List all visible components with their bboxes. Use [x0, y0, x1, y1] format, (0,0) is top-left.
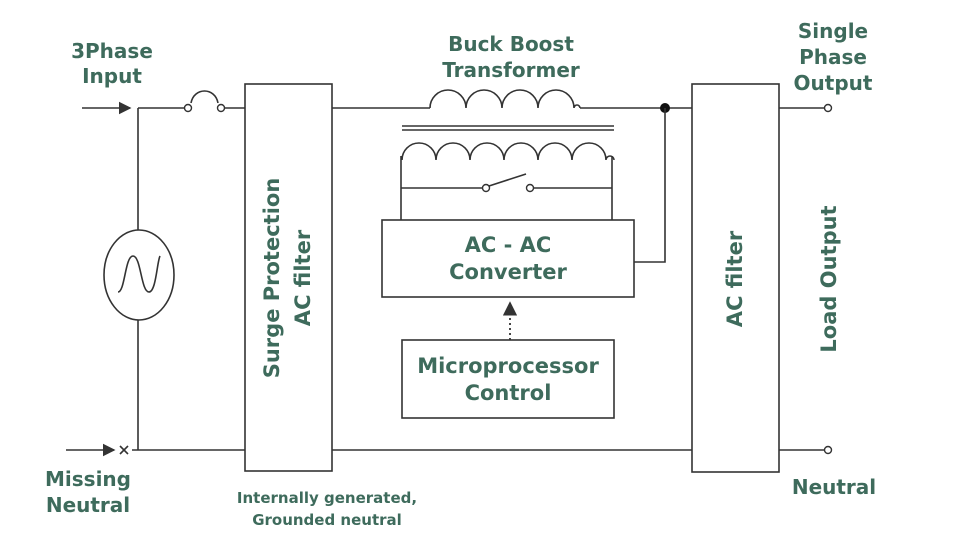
output-label-line1: Single	[798, 19, 868, 43]
secondary-coil-icon	[401, 142, 615, 161]
transformer-label-line1: Buck Boost	[448, 32, 574, 56]
surge-label-line2: AC filter	[291, 229, 315, 326]
missing-neutral-x-icon	[119, 445, 129, 455]
transformer-label-line2: Transformer	[442, 58, 580, 82]
neutral-output-label: Neutral	[792, 475, 876, 499]
internal-neutral-label-line2: Grounded neutral	[252, 511, 402, 529]
output-label-line2: Phase	[799, 45, 867, 69]
converter-box	[381, 219, 635, 298]
switch-icon	[481, 173, 535, 193]
surge-protection-box	[244, 83, 333, 472]
micro-label-line1: Microprocessor	[417, 354, 599, 378]
input-label-line1: 3Phase	[71, 39, 153, 63]
internal-neutral-label-line1: Internally generated,	[237, 489, 417, 507]
acfilter-label: AC filter	[723, 230, 747, 327]
phase-output-terminal-icon	[823, 103, 833, 113]
converter-label-line2: Converter	[449, 260, 567, 284]
ac-filter-box	[691, 83, 780, 473]
load-output-label: Load Output	[817, 205, 841, 352]
input-label-line2: Input	[82, 64, 142, 88]
missing-neutral-label-line2: Neutral	[46, 493, 130, 517]
converter-output-wire	[634, 108, 666, 263]
missing-neutral-label-line1: Missing	[45, 467, 131, 491]
ac-source-icon	[103, 229, 175, 321]
neutral-output-terminal-icon	[823, 445, 833, 455]
output-label-line3: Output	[794, 71, 873, 95]
primary-coil-icon	[429, 89, 581, 109]
surge-label-line1: Surge Protection	[260, 178, 284, 379]
breaker-icon	[183, 90, 226, 113]
micro-label-line2: Control	[465, 381, 552, 405]
converter-label-line1: AC - AC	[465, 233, 552, 257]
microprocessor-box	[401, 339, 615, 419]
